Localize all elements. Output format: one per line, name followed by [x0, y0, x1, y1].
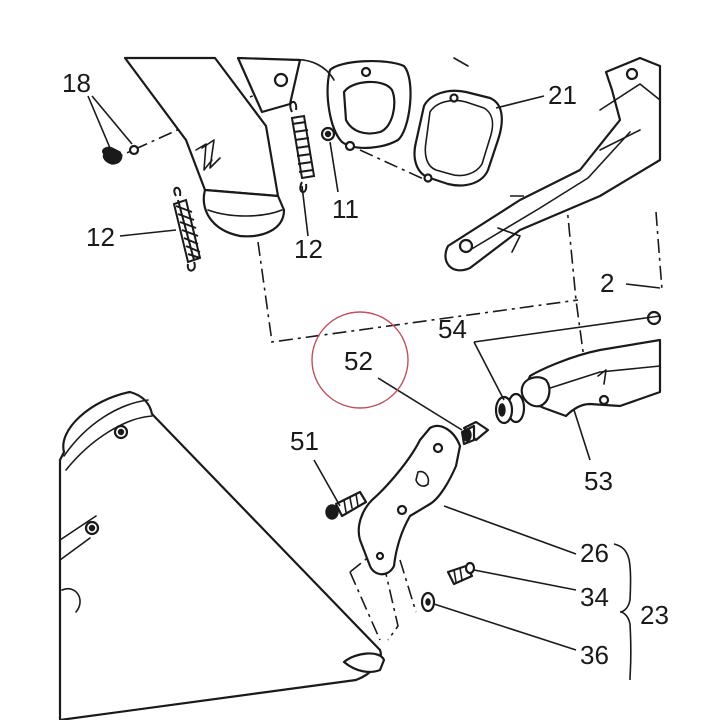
- exhaust-header-pipe: [123, 56, 302, 238]
- callout-34: 34: [580, 582, 609, 612]
- washer-36: [420, 591, 436, 613]
- callout-53: 53: [584, 466, 613, 496]
- callout-labels: 18 21 11 12 12 2 54 52 51 53 26 34 23 36: [62, 68, 669, 670]
- spring-right: [289, 101, 316, 193]
- callout-51: 51: [290, 426, 319, 456]
- bolt-and-washer-18: [102, 72, 289, 165]
- callout-2: 2: [600, 268, 614, 298]
- bolt-51: [325, 490, 368, 520]
- leader-lines: [87, 95, 661, 681]
- callout-21: 21: [548, 80, 577, 110]
- nut-part-11: [320, 126, 336, 142]
- spacer-sleeve-52: [460, 420, 490, 446]
- callout-23: 23: [640, 600, 669, 630]
- spring-left: [172, 186, 202, 272]
- callout-12-right: 12: [294, 234, 323, 264]
- hanger-bracket-53: [520, 310, 662, 418]
- callout-26: 26: [580, 538, 609, 568]
- silencer-muffler: [58, 390, 386, 720]
- callout-11: 11: [332, 194, 359, 224]
- callout-36: 36: [580, 640, 609, 670]
- manifold-flange: [291, 57, 469, 152]
- exhaust-gasket: [413, 89, 503, 187]
- screw-34: [446, 561, 476, 586]
- heat-shield-bracket-26: [357, 424, 462, 576]
- callout-52: 52: [344, 346, 373, 376]
- callout-12-left: 12: [86, 222, 115, 252]
- rubber-grommet-54: [494, 392, 526, 425]
- callout-18: 18: [62, 68, 91, 98]
- highlight-circle-52: [311, 311, 409, 409]
- frame-bracket: [444, 56, 662, 272]
- callout-54: 54: [438, 314, 467, 344]
- assembly-guide-lines: [119, 87, 663, 641]
